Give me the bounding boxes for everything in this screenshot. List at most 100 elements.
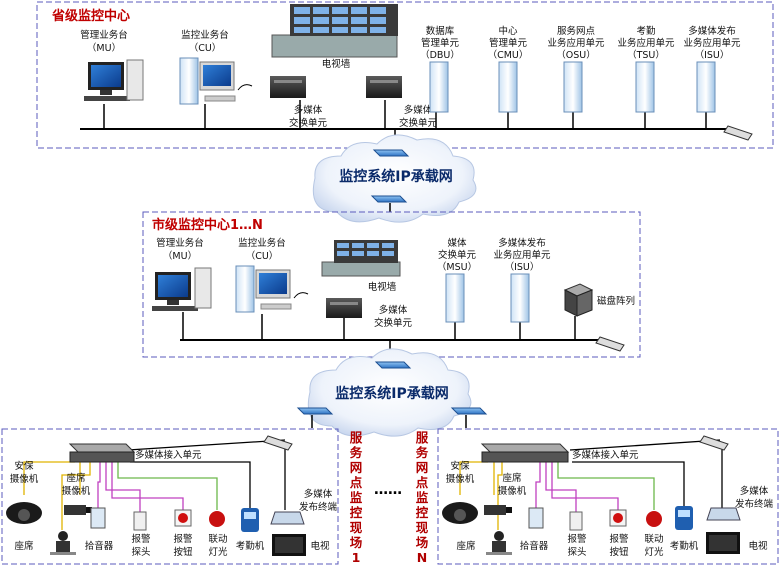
- dbu-line2: 管理单元: [421, 37, 460, 49]
- provincial-msu-b-label2: 交换单元: [399, 117, 438, 129]
- city-msu-line1: 媒体: [447, 237, 467, 249]
- site-1-pickup-icon: [90, 507, 106, 529]
- city-msu-server: [445, 273, 465, 323]
- site-n-char-3: 点: [416, 475, 429, 490]
- site-1-alarm-button-icon: [174, 509, 192, 527]
- site-1-alarm-probe-label1: 报警: [131, 533, 151, 545]
- cloud2-drop-lines: [311, 415, 467, 428]
- site-n-seat-person-icon: [486, 531, 512, 555]
- city-msu-switch-label2: 交换单元: [374, 317, 413, 329]
- osu-line2: 业务应用单元: [547, 37, 605, 49]
- provincial-msu-b-label: 多媒体: [404, 104, 433, 116]
- tsu-line1: 考勤: [636, 25, 655, 37]
- site-n-char-5: 控: [416, 505, 429, 520]
- site-1-frame: [1, 428, 339, 565]
- site-1-char-3: 点: [350, 475, 363, 490]
- city-msu-switch-label1: 多媒体: [379, 304, 408, 316]
- site-1-seat-cam-label1: 座席: [66, 472, 86, 484]
- provincial-tsu-server: [635, 61, 655, 113]
- site-1-seat-camera-icon: [64, 505, 92, 515]
- provincial-cu-code: （CU）: [189, 42, 222, 54]
- isu-line1: 多媒体发布: [688, 25, 736, 37]
- site-n-wiring: [459, 439, 723, 530]
- provincial-cmu-server: [498, 61, 518, 113]
- disk-array-label: 磁盘阵列: [597, 295, 635, 307]
- site-1-char-4: 监: [350, 490, 363, 505]
- provincial-msu-box-a: [270, 76, 306, 98]
- city-video-wall: [321, 240, 401, 277]
- site-n-security-camera-icon: [442, 502, 478, 524]
- site-1-tv-label: 电视: [310, 540, 330, 552]
- site-1-terminal-label2: 发布终端: [299, 501, 338, 513]
- city-mu-label: 管理业务台: [156, 237, 204, 249]
- site-1-seat-label: 座席: [14, 540, 34, 552]
- city-mu-workstation: [152, 267, 212, 311]
- provincial-msu-box-b: [366, 76, 402, 98]
- site-1-char-2: 网: [350, 460, 363, 475]
- site-n-frame: [437, 428, 779, 565]
- site-1-char-0: 服: [350, 430, 363, 445]
- site-n-switch-icon: [699, 435, 729, 451]
- sites-ellipsis: ……: [374, 482, 402, 498]
- site-1-seat-person-icon: [50, 531, 76, 555]
- site-1-switch-icon: [263, 435, 293, 451]
- city-center-title: 市级监控中心1…N: [152, 217, 263, 233]
- site-n-terminal-label2: 发布终端: [735, 498, 774, 510]
- city-msu-line2: 交换单元: [438, 249, 477, 261]
- site-1-char-8: 1: [352, 550, 361, 565]
- site-1-char-6: 现: [350, 520, 363, 535]
- city-msu-line3: （MSU）: [437, 261, 477, 273]
- cmu-line1: 中心: [498, 25, 518, 37]
- cloud-1-top-switch-icon: [372, 149, 410, 157]
- city-mu-code: （MU）: [163, 250, 197, 262]
- provincial-cu-label: 监控业务台: [181, 29, 229, 41]
- site-1-access-label: 多媒体接入单元: [135, 449, 202, 461]
- site-1-security-cam-label1: 安保: [14, 460, 34, 472]
- site-1-alarm-button-label1: 报警: [173, 533, 193, 545]
- osu-line3: （OSU）: [556, 49, 595, 61]
- site-n-pickup-icon: [528, 507, 544, 529]
- provincial-mu-workstation: [84, 59, 144, 101]
- city-video-wall-label: 电视墙: [368, 281, 397, 293]
- site-n-char-1: 务: [416, 445, 429, 460]
- site-n-link-light-label1: 联动: [644, 534, 663, 545]
- provincial-edge-switch-icon: [723, 125, 753, 141]
- cloud-1-bottom-switch-icon: [370, 195, 408, 203]
- site-n-attendance-icon: [675, 506, 693, 530]
- site-n-seat-cam-label2: 摄像机: [498, 485, 527, 497]
- site-n-tv-icon: [706, 532, 740, 554]
- dbu-line1: 数据库: [426, 25, 455, 37]
- site-n-alarm-button-label2: 按钮: [609, 546, 629, 558]
- site-1-security-cam-label2: 摄像机: [10, 473, 39, 485]
- cmu-line2: 管理单元: [489, 37, 528, 49]
- site-n-pickup-label: 拾音器: [520, 540, 549, 552]
- city-isu-line3: （ISU）: [505, 261, 540, 273]
- provincial-video-wall: [271, 4, 398, 58]
- city-isu-line1: 多媒体发布: [498, 237, 546, 249]
- cloud-2-top-switch-icon: [374, 361, 412, 369]
- ip-network-label-1: 监控系统IP承载网: [339, 168, 452, 185]
- ip-network-cloud-1: [312, 134, 477, 223]
- site-n-tv-label: 电视: [748, 540, 768, 552]
- site-n-terminal-label1: 多媒体: [740, 485, 769, 497]
- isu-line3: （ISU）: [695, 49, 730, 61]
- ip-network-label-2: 监控系统IP承载网: [335, 385, 448, 402]
- site-n-char-2: 网: [416, 460, 429, 475]
- site-n-security-cam-label2: 摄像机: [446, 473, 475, 485]
- site-n-attendance-label: 考勤机: [670, 540, 699, 552]
- cloud-2-left-switch-icon: [296, 407, 334, 415]
- provincial-msu-a-label2: 交换单元: [289, 117, 328, 129]
- city-cu-code: （CU）: [246, 250, 279, 262]
- site-n-char-6: 现: [416, 520, 429, 535]
- city-edge-switch-icon: [595, 336, 625, 352]
- site-n-alarm-button-label1: 报警: [609, 533, 629, 545]
- site-n-alarm-probe-label2: 探头: [567, 546, 586, 558]
- site-n-alarm-probe-icon: [569, 511, 583, 531]
- site-1-link-light-label2: 灯光: [208, 546, 228, 558]
- provincial-video-wall-label: 电视墙: [322, 58, 351, 70]
- city-msu-box: [326, 298, 362, 318]
- site-n-terminal-icon: [706, 507, 741, 521]
- site-1-attendance-label: 考勤机: [236, 540, 265, 552]
- city-isu-server: [510, 273, 530, 323]
